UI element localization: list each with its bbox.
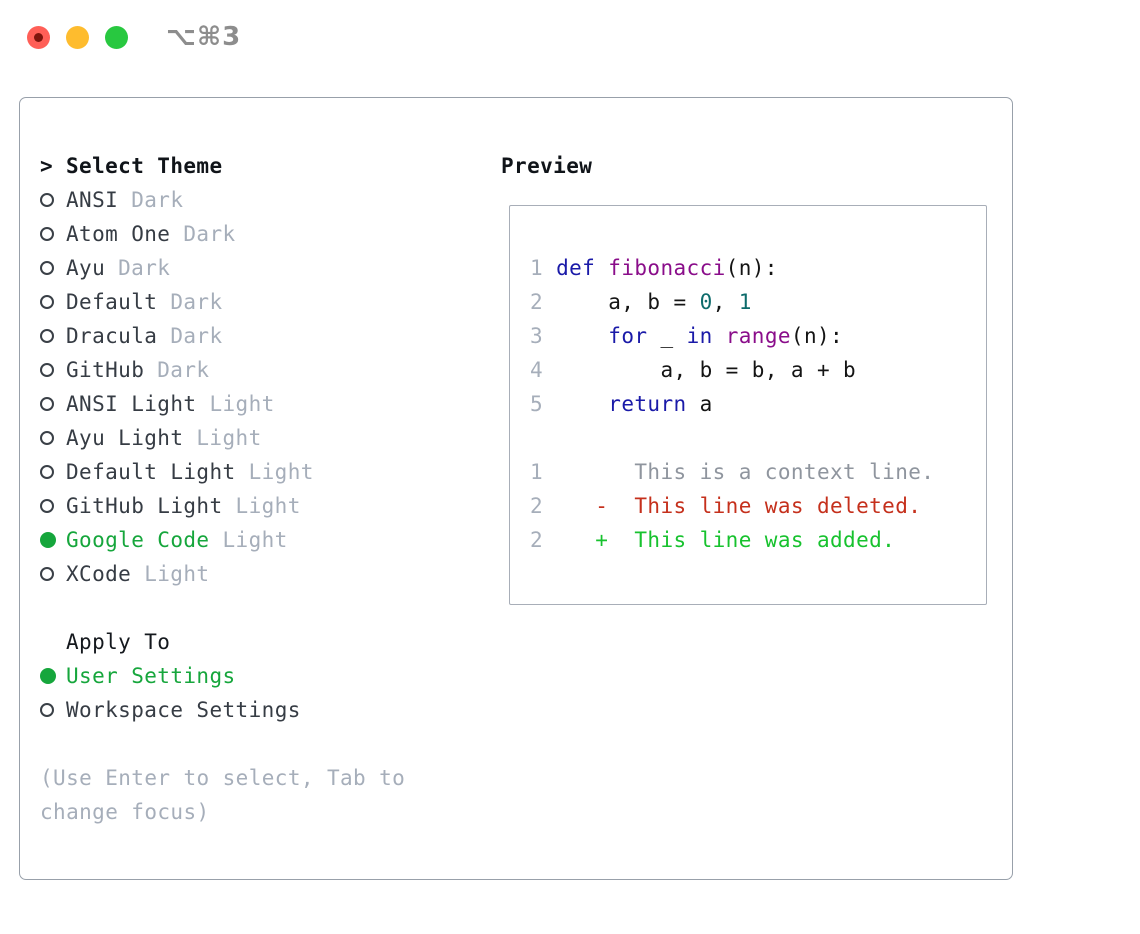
option-label: Workspace Settings [66,698,301,722]
preview-code-line: 1 This is a context line. [530,460,935,484]
option-label: Ayu [66,256,106,280]
theme-variant-label: Light [196,426,262,450]
apply-option-user-settings[interactable]: User Settings [40,659,405,693]
option-label: XCode [66,562,132,586]
theme-variant-label: Dark [131,188,184,212]
hint-line-1: (Use Enter to select, Tab to [40,766,406,790]
gap [40,591,405,625]
preview-code-line: 5 return a [530,392,713,416]
focus-caret-icon: > [40,154,54,178]
hint-text: (Use Enter to select, Tab to change focu… [40,761,405,829]
radio-icon [40,465,66,479]
option-label: Dracula [66,324,158,348]
theme-option-github[interactable]: GitHub Dark [40,353,405,387]
apply-option-workspace-settings[interactable]: Workspace Settings [40,693,405,727]
select-theme-header: > Select Theme [40,149,405,183]
apply-to-header: Apply To [40,625,405,659]
radio-icon [40,397,66,411]
theme-option-xcode[interactable]: XCode Light [40,557,405,591]
radio-icon [40,499,66,513]
close-button[interactable] [27,26,50,49]
theme-variant-label: Dark [118,256,171,280]
option-label: Atom One [66,222,171,246]
option-label: Default Light [66,460,236,484]
close-dot-icon [34,33,43,42]
radio-icon [40,295,66,309]
theme-variant-label: Dark [170,324,223,348]
preview-code-line: 4 a, b = b, a + b [530,358,857,382]
theme-option-ansi-light[interactable]: ANSI Light Light [40,387,405,421]
radio-icon [40,329,66,343]
option-label: ANSI Light [66,392,197,416]
option-label: User Settings [66,664,236,688]
theme-option-google-code[interactable]: Google Code Light [40,523,405,557]
minimize-button[interactable] [66,26,89,49]
radio-selected-icon [40,532,66,548]
theme-option-ayu-light[interactable]: Ayu Light Light [40,421,405,455]
select-theme-title: Select Theme [66,154,223,178]
radio-selected-icon [40,668,66,684]
window-title: ⌥⌘3 [166,22,242,52]
theme-option-default[interactable]: Default Dark [40,285,405,319]
gap [40,727,405,761]
preview-pane: 1 def fibonacci(n): 2 a, b = 0, 1 3 for _ … [509,205,987,605]
theme-option-default-light[interactable]: Default Light Light [40,455,405,489]
preview-header: Preview [501,154,593,178]
theme-variant-label: Light [248,460,314,484]
theme-variant-label: Light [235,494,301,518]
apply-to-title: Apply To [66,630,171,654]
option-label: Default [66,290,158,314]
radio-icon [40,227,66,241]
radio-icon [40,431,66,445]
option-label: GitHub Light [66,494,223,518]
theme-variant-label: Light [209,392,275,416]
option-label: Ayu Light [66,426,184,450]
zoom-button[interactable] [105,26,128,49]
preview-code-line: 1 def fibonacci(n): [530,256,778,280]
preview-code-line: 2 a, b = 0, 1 [530,290,752,314]
preview-code: 1 def fibonacci(n): 2 a, b = 0, 1 3 for _ … [530,251,986,557]
radio-icon [40,363,66,377]
theme-variant-label: Dark [157,358,210,382]
preview-code-line: 2 - This line was deleted. [530,494,922,518]
theme-variant-label: Light [222,528,288,552]
preview-code-line: 3 for _ in range(n): [530,324,844,348]
option-label: GitHub [66,358,145,382]
theme-variant-label: Light [144,562,210,586]
theme-option-dracula[interactable]: Dracula Dark [40,319,405,353]
option-label: Google Code [66,528,210,552]
preview-code-line [530,421,986,455]
radio-icon [40,567,66,581]
theme-option-github-light[interactable]: GitHub Light Light [40,489,405,523]
theme-variant-label: Dark [170,290,223,314]
radio-icon [40,261,66,275]
hint-line-2: change focus) [40,800,210,824]
theme-option-ayu[interactable]: Ayu Dark [40,251,405,285]
theme-option-ansi[interactable]: ANSI Dark [40,183,405,217]
radio-icon [40,193,66,207]
preview-code-line: 2 + This line was added. [530,528,896,552]
radio-icon [40,703,66,717]
theme-variant-label: Dark [183,222,236,246]
theme-option-atom-one[interactable]: Atom One Dark [40,217,405,251]
option-label: ANSI [66,188,119,212]
